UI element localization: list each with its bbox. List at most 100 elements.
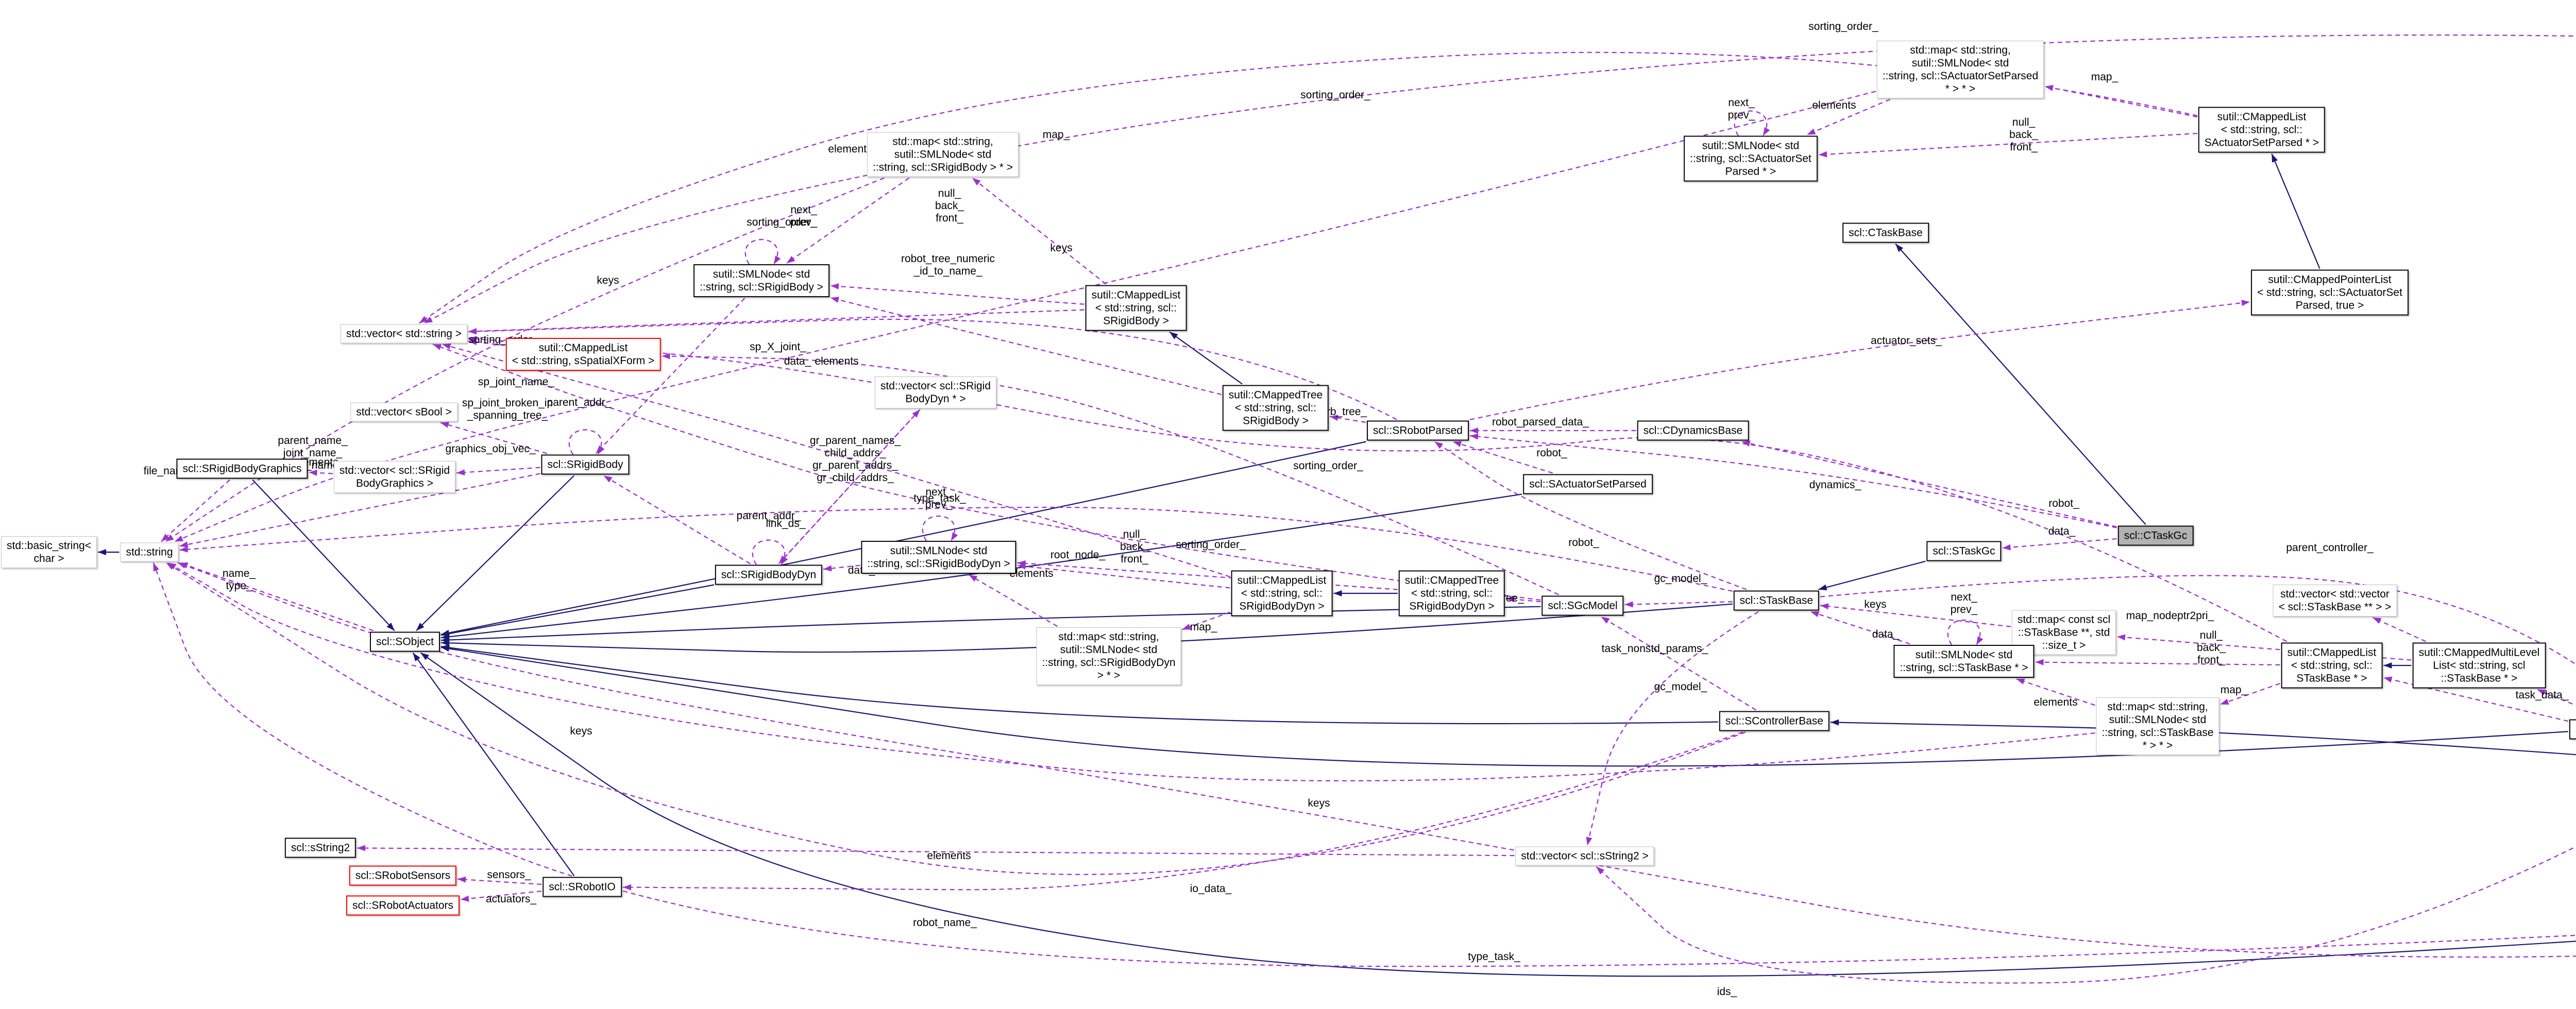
class-node-sobj[interactable]: scl::SObject [369, 631, 440, 652]
edge-arrowhead [1596, 866, 1605, 875]
class-node-cml_srbd[interactable]: sutil::CMappedList< std::string, scl::SR… [1231, 570, 1333, 617]
edge-arrowhead [1895, 244, 1904, 252]
class-node-sml_srbd[interactable]: sutil::SMLNode< std::string, scl::SRigid… [861, 541, 1016, 574]
edge-label: actuator_sets_ [1871, 335, 1942, 347]
inheritance-edge [440, 646, 1719, 725]
class-node-label: < scl::STaskBase ** > > [2278, 601, 2392, 613]
edge-label: next_ prev_ [925, 486, 953, 510]
class-node-label: ::string, scl::SActuatorSetParsed [1882, 70, 2039, 82]
usage-edge [823, 565, 860, 570]
class-node-cmpl_act[interactable]: sutil::CMappedPointerList< std::string, … [2251, 269, 2409, 316]
edge-label: actuators_ [485, 893, 537, 905]
class-node-srb[interactable]: scl::SRigidBody [541, 454, 630, 475]
edge-label: elements [815, 355, 859, 367]
edge-label: gc_model_ [1654, 573, 1707, 585]
class-node-cdb[interactable]: scl::CDynamicsBase [1637, 420, 1749, 441]
edge-label: sorting_order_ [1808, 21, 1878, 32]
class-node-sml_srb[interactable]: sutil::SMLNode< std::string, scl::SRigid… [693, 264, 829, 297]
usage-edge [1734, 110, 1768, 136]
edge-label: robot_ [1568, 537, 1599, 549]
class-node-cmt_srbd[interactable]: sutil::CMappedTree< std::string, scl::SR… [1398, 570, 1505, 617]
class-node-label: SRigidBodyDyn > [1239, 600, 1325, 612]
class-node-sml_act[interactable]: sutil::SMLNode< std::string, scl::SActua… [1684, 135, 1818, 182]
class-node-srio[interactable]: scl::SRobotIO [543, 877, 622, 897]
class-node-cml_act[interactable]: sutil::CMappedList< std::string, scl::SA… [2198, 107, 2326, 153]
class-node-scb[interactable]: scl::SControllerBase [1719, 711, 1830, 731]
edge-label: rb_tree_ [1326, 406, 1367, 418]
class-node-cml_sxf[interactable]: sutil::CMappedList< std::string, sSpatia… [505, 338, 661, 371]
edge-arrowhead [2016, 678, 2025, 685]
class-node-map_srb[interactable]: std::map< std::string,sutil::SMLNode< st… [867, 132, 1019, 177]
edge-arrowhead [969, 575, 978, 582]
class-node-cmt_srb[interactable]: sutil::CMappedTree< std::string, scl::SR… [1222, 385, 1329, 431]
class-node-label: sutil::CMappedList [1091, 289, 1181, 301]
edge-label: type_task_ [913, 492, 966, 504]
class-node-sgcm[interactable]: scl::SGcModel [1541, 595, 1624, 616]
usage-edge [968, 574, 1058, 627]
edge-arrowhead [2220, 698, 2229, 705]
edge-arrowhead [386, 622, 395, 631]
class-node-stgc[interactable]: scl::STaskGc [1926, 541, 2002, 561]
class-node-srbg[interactable]: scl::SRigidBodyGraphics [176, 458, 308, 479]
class-node-bstr[interactable]: std::basic_string<char > [1, 536, 97, 568]
class-node-srbd[interactable]: scl::SRigidBodyDyn [715, 565, 823, 585]
class-node-label: std::vector< scl::sString2 > [1521, 850, 1649, 862]
edge-arrowhead [2002, 544, 2011, 551]
edge-label: sp_joint_name_ [478, 376, 555, 388]
usage-edge [419, 52, 2198, 324]
class-node-label: scl::STaskGc [1933, 545, 1995, 557]
class-node-map_act[interactable]: std::map< std::string,sutil::SMLNode< st… [1876, 41, 2044, 98]
class-node-label: < std::string, scl:: [1234, 402, 1317, 414]
class-node-sra[interactable]: scl::SRobotActuators [346, 895, 460, 916]
usage-edge [174, 91, 1876, 542]
usage-edge [456, 467, 540, 474]
class-node-srs[interactable]: scl::SRobotSensors [349, 865, 457, 886]
inheritance-edge [440, 646, 2569, 767]
inheritance-edge [252, 479, 395, 631]
class-node-cml_srb[interactable]: sutil::CMappedList< std::string, scl::SR… [1085, 285, 1187, 331]
class-node-label: ::STaskBase * > [2441, 672, 2518, 685]
class-node-map_stb[interactable]: std::map< std::string,sutil::SMLNode< st… [2096, 697, 2219, 755]
edge-arrowhead [596, 445, 604, 454]
edge-arrowhead [781, 556, 788, 565]
edge-label: sorting_order_ [1176, 539, 1246, 551]
class-node-srp[interactable]: scl::SRobotParsed [1367, 420, 1469, 441]
edge-label: graphics_obj_vec_ [445, 443, 536, 455]
class-node-sstr[interactable]: std::string [120, 542, 179, 562]
edge-arrowhead [420, 653, 429, 660]
class-node-ctb[interactable]: scl::CTaskBase [1842, 223, 1929, 243]
class-node-label: Parsed * > [1725, 165, 1776, 178]
edge-arrowhead [1818, 584, 1827, 591]
class-node-label: ::string, scl::SActuatorSet [1690, 152, 1811, 165]
class-node-ssrv[interactable]: scl::SServo [2569, 719, 2576, 740]
edge-arrowhead [786, 255, 795, 263]
usage-edge [2372, 617, 2427, 642]
class-node-vec_ss2[interactable]: std::vector< scl::sString2 > [1515, 846, 1654, 866]
class-node-ss2[interactable]: scl::sString2 [284, 837, 357, 858]
edge-arrowhead [831, 297, 839, 303]
edge-label: elements [828, 143, 872, 155]
edge-label: null_ back_ front_ [1120, 528, 1149, 565]
class-node-vec_bool[interactable]: std::vector< sBool > [350, 402, 457, 422]
inheritance-edge [440, 493, 1522, 639]
class-node-stb[interactable]: scl::STaskBase [1733, 590, 1820, 611]
usage-edge [1818, 132, 2198, 156]
class-node-cml_stb[interactable]: sutil::CMappedList< std::string, scl::ST… [2281, 642, 2383, 689]
class-node-label: scl::SRigidBody [547, 458, 623, 471]
class-node-label: scl::CTaskGc [2124, 529, 2188, 542]
edge-label: next_ prev_ [1727, 97, 1755, 121]
class-node-ctgc[interactable]: scl::CTaskGc [2117, 525, 2194, 546]
usage-edge [177, 562, 2576, 958]
edge-arrowhead [441, 645, 450, 652]
edge-label: elements [1812, 99, 1856, 111]
class-node-label: * > * > [2142, 740, 2173, 751]
class-node-map_srbd[interactable]: std::map< std::string,sutil::SMLNode< st… [1036, 627, 1181, 685]
class-node-vv_stb[interactable]: std::vector< std::vector< scl::STaskBase… [2273, 585, 2397, 617]
class-node-sasp[interactable]: scl::SActuatorSetParsed [1523, 474, 1653, 494]
class-node-sml_stb[interactable]: sutil::SMLNode< std::string, scl::STaskB… [1893, 645, 2035, 678]
class-node-vec_str[interactable]: std::vector< std::string > [340, 324, 468, 344]
